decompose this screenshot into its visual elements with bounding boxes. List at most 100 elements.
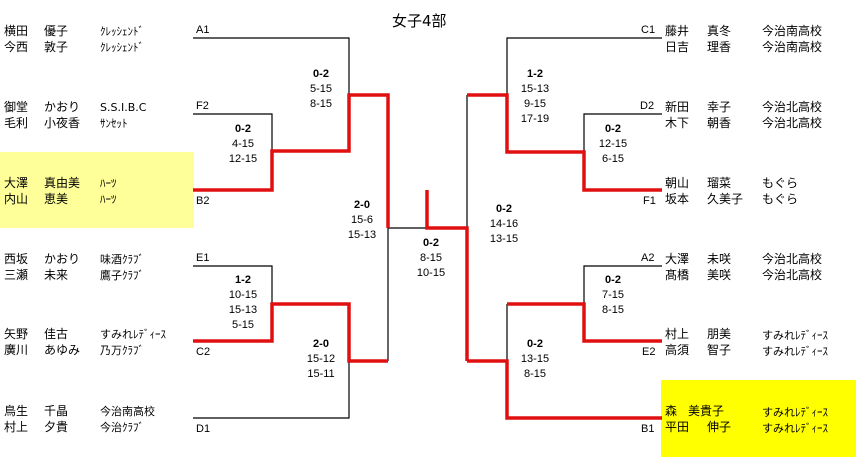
slot-label: D1 bbox=[196, 423, 211, 435]
player-family-name: 内山 bbox=[4, 192, 29, 206]
player-given-name: 瑠菜 bbox=[707, 176, 732, 190]
game-score: 12-15 bbox=[228, 153, 258, 165]
player-club: ｸﾚｯｼｪﾝﾄﾞ bbox=[100, 41, 144, 54]
player-given-name: かおり bbox=[44, 252, 81, 266]
slot-label: A1 bbox=[196, 24, 210, 36]
slot-label: E2 bbox=[642, 346, 656, 358]
match-score-right-semi: 0-2 14-16 13-15 bbox=[474, 202, 534, 247]
slot-label: E1 bbox=[196, 252, 210, 264]
winner-path-e2 bbox=[507, 302, 662, 343]
slot-label: F1 bbox=[643, 195, 656, 207]
player-club: S.S.I.B.C bbox=[100, 101, 147, 114]
player-club: もぐら bbox=[762, 192, 799, 206]
player-family-name: 村上 bbox=[665, 327, 690, 341]
bracket-line-c1 bbox=[506, 37, 662, 95]
player-club: ﾊｰﾂ bbox=[100, 177, 117, 190]
match-result: 0-2 bbox=[423, 237, 439, 249]
match-score-f2-b2: 0-2 4-15 12-15 bbox=[213, 122, 273, 167]
slot-label: D2 bbox=[640, 100, 655, 112]
player-given-name: 理香 bbox=[707, 40, 732, 54]
player-given-name: 佳古 bbox=[44, 327, 69, 341]
player-club: 今治南高校 bbox=[762, 24, 823, 38]
match-result: 0-2 bbox=[605, 123, 621, 135]
player-given-name: 智子 bbox=[707, 343, 732, 357]
match-score-c1: 1-2 15-13 9-15 17-19 bbox=[505, 67, 565, 127]
player-club: 今治南高校 bbox=[762, 40, 823, 54]
match-result: 0-2 bbox=[496, 203, 512, 215]
player-given-name: 未来 bbox=[44, 268, 69, 282]
player-given-name: 久美子 bbox=[707, 192, 744, 206]
winner-path-c2 bbox=[193, 302, 388, 363]
player-club: すみれﾚﾃﾞｨｰｽ bbox=[762, 406, 828, 419]
winner-path-f1 bbox=[467, 93, 662, 192]
player-club: 今治南高校 bbox=[100, 405, 155, 418]
player-family-name: 今西 bbox=[4, 40, 29, 54]
player-given-name: 幸子 bbox=[707, 100, 732, 114]
game-score: 15-11 bbox=[307, 368, 335, 380]
match-result: 0-2 bbox=[527, 338, 543, 350]
player-family-name: 朝山 bbox=[665, 176, 690, 190]
match-result: 0-2 bbox=[605, 274, 621, 286]
player-club: 今治北高校 bbox=[762, 252, 823, 266]
match-score-a1: 0-2 5-15 8-15 bbox=[291, 67, 351, 112]
page-title: 女子4部 bbox=[392, 12, 447, 30]
game-score: 9-15 bbox=[523, 98, 547, 110]
match-score-b1: 0-2 13-15 8-15 bbox=[505, 337, 565, 382]
player-club: 鷹子ｸﾗﾌﾞ bbox=[100, 269, 144, 282]
player-family-name: 大澤 bbox=[665, 252, 690, 266]
game-score: 15-13 bbox=[347, 229, 377, 241]
game-score: 15-6 bbox=[350, 214, 374, 226]
game-score: 7-15 bbox=[601, 289, 625, 301]
match-score-a2-e2: 0-2 7-15 8-15 bbox=[583, 273, 643, 318]
match-score-e1-c2: 1-2 10-15 15-13 5-15 bbox=[213, 273, 273, 333]
match-result: 0-2 bbox=[313, 68, 329, 80]
player-family-name: 廣川 bbox=[4, 343, 29, 357]
player-given-name: 夕貴 bbox=[44, 420, 69, 434]
player-club: 今治北高校 bbox=[762, 116, 823, 130]
player-family-name: 毛利 bbox=[4, 116, 29, 130]
player-club: 今治北高校 bbox=[762, 100, 823, 114]
winner-highlight-left bbox=[0, 152, 194, 228]
game-score: 15-13 bbox=[228, 304, 258, 316]
game-score: 8-15 bbox=[601, 304, 625, 316]
match-result: 1-2 bbox=[527, 68, 543, 80]
match-result: 0-2 bbox=[235, 123, 251, 135]
player-given-name: あゆみ bbox=[44, 343, 81, 357]
game-score: 12-15 bbox=[598, 138, 628, 150]
winner-path-b2 bbox=[193, 93, 390, 228]
player-given-name: かおり bbox=[44, 100, 81, 114]
slot-label: F2 bbox=[196, 100, 209, 112]
player-club: すみれﾚﾃﾞｨｰｽ bbox=[100, 328, 166, 341]
player-club: 味酒ｸﾗﾌﾞ bbox=[100, 253, 144, 266]
player-family-name: 村上 bbox=[4, 420, 29, 434]
player-club: もぐら bbox=[762, 176, 799, 190]
player-given-name: 真由美 bbox=[44, 176, 81, 190]
player-family-name: 新田 bbox=[665, 100, 690, 114]
winner-path-final bbox=[425, 190, 469, 361]
player-given-name: 敦子 bbox=[44, 40, 69, 54]
slot-label: C2 bbox=[196, 346, 211, 358]
player-given-name: 恵美 bbox=[44, 192, 69, 206]
player-given-name: 朝香 bbox=[707, 116, 732, 130]
bracket-line-a2 bbox=[583, 265, 662, 304]
player-given-name: 伸子 bbox=[707, 420, 732, 434]
game-score: 6-15 bbox=[601, 153, 625, 165]
player-family-name: 藤井 bbox=[665, 24, 690, 38]
game-score: 5-15 bbox=[231, 319, 255, 331]
player-club: すみれﾚﾃﾞｨｰｽ bbox=[762, 329, 828, 342]
game-score: 8-15 bbox=[523, 368, 547, 380]
winner-highlight-right bbox=[661, 380, 856, 457]
game-score: 4-15 bbox=[231, 138, 255, 150]
player-given-name: 千晶 bbox=[44, 404, 69, 418]
player-family-name: 西坂 bbox=[4, 252, 29, 266]
player-given-name: 朋美 bbox=[707, 327, 732, 341]
game-score: 10-15 bbox=[228, 289, 258, 301]
player-family-name: 御堂 bbox=[4, 100, 29, 114]
player-family-name: 髙橋 bbox=[665, 268, 690, 282]
winner-path-b1 bbox=[467, 359, 662, 420]
player-club: ｸﾚｯｼｪﾝﾄﾞ bbox=[100, 25, 144, 38]
game-score: 15-12 bbox=[306, 353, 336, 365]
bracket-line-d1 bbox=[193, 361, 350, 419]
player-family-name: 三瀬 bbox=[4, 268, 29, 282]
